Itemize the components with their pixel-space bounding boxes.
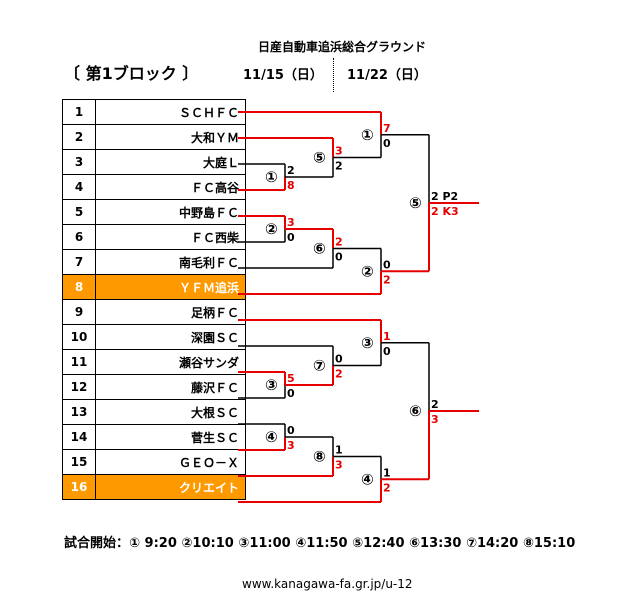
- score-bottom: 0: [287, 231, 295, 244]
- score-top: 7: [383, 122, 391, 135]
- match-label: ⑦: [313, 357, 326, 375]
- score-bottom: 0: [383, 345, 391, 358]
- score-bottom: 2: [335, 368, 343, 381]
- team-name: ＧＥＯ－Ｘ: [95, 449, 246, 475]
- team-name: 瀬谷サンダ: [95, 349, 246, 375]
- score-top: 0: [383, 258, 391, 271]
- score-top: 1: [383, 466, 391, 479]
- score-top: 0: [335, 353, 343, 366]
- team-name: ＦＣ西柴: [95, 224, 246, 250]
- score-bottom: 0: [335, 251, 343, 264]
- team-name: クリエイト: [95, 474, 246, 500]
- team-seed: 11: [62, 349, 96, 375]
- team-seed: 7: [62, 249, 96, 275]
- date-round-2: 11/22（日）: [347, 68, 427, 83]
- source-url[interactable]: www.kanagawa-fa.gr.jp/u-12: [242, 577, 413, 591]
- match-label: ②: [265, 220, 278, 238]
- team-name: 足柄ＦＣ: [95, 299, 246, 325]
- match-label: ⑤: [313, 149, 326, 167]
- match-label: ③: [361, 334, 374, 352]
- match-label: ④: [361, 470, 374, 488]
- score-bottom: 2 K3: [431, 205, 459, 218]
- match-label: ⑥: [409, 402, 422, 420]
- score-top: 3: [287, 216, 295, 229]
- match-label: ③: [265, 376, 278, 394]
- match-label: ①: [265, 168, 278, 186]
- team-name: ＦＣ高谷: [95, 174, 246, 200]
- match-label: ①: [361, 126, 374, 144]
- score-bottom: 3: [287, 439, 295, 452]
- team-name: 菅生ＳＣ: [95, 424, 246, 450]
- score-top: 3: [335, 145, 343, 158]
- score-bottom: 8: [287, 179, 295, 192]
- venue-title: 日産自動車追浜総合グラウンド: [258, 40, 427, 54]
- score-bottom: 2: [383, 481, 391, 494]
- score-bottom: 3: [335, 459, 343, 472]
- score-top: 1: [335, 444, 343, 457]
- block-title: 〔 第1ブロック 〕: [64, 64, 199, 83]
- score-top: 5: [287, 372, 295, 385]
- team-seed: 16: [62, 474, 96, 500]
- match-label: ⑥: [313, 240, 326, 258]
- match-label: ⑤: [409, 194, 422, 212]
- date-round-1: 11/15（日）: [243, 68, 323, 83]
- score-bottom: 2: [335, 160, 343, 173]
- match-label: ②: [361, 262, 374, 280]
- score-bottom: 3: [431, 413, 439, 426]
- score-top: 2: [431, 398, 439, 411]
- score-top: 2 P2: [431, 190, 458, 203]
- score-top: 1: [383, 330, 391, 343]
- score-bottom: 0: [287, 387, 295, 400]
- score-top: 0: [287, 424, 295, 437]
- score-bottom: 0: [383, 137, 391, 150]
- score-bottom: 2: [383, 273, 391, 286]
- team-name: 藤沢ＦＣ: [95, 374, 246, 400]
- team-seed: 15: [62, 449, 96, 475]
- team-name: 大庭Ｌ: [95, 149, 246, 175]
- team-name: 中野島ＦＣ: [95, 199, 246, 225]
- team-seed: 8: [62, 274, 96, 300]
- team-name: 大根ＳＣ: [95, 399, 246, 425]
- date-separator: [333, 58, 334, 92]
- match-label: ④: [265, 428, 278, 446]
- team-seed: 14: [62, 424, 96, 450]
- team-name: 南毛利ＦＣ: [95, 249, 246, 275]
- team-name: ＹＦＭ追浜: [95, 274, 246, 300]
- team-seed: 1: [62, 99, 96, 125]
- match-label: ⑧: [313, 448, 326, 466]
- score-top: 2: [287, 164, 295, 177]
- start-times: 試合開始：① 9:20 ②10:10 ③11:00 ④11:50 ⑤12:40 …: [64, 536, 576, 551]
- score-top: 2: [335, 236, 343, 249]
